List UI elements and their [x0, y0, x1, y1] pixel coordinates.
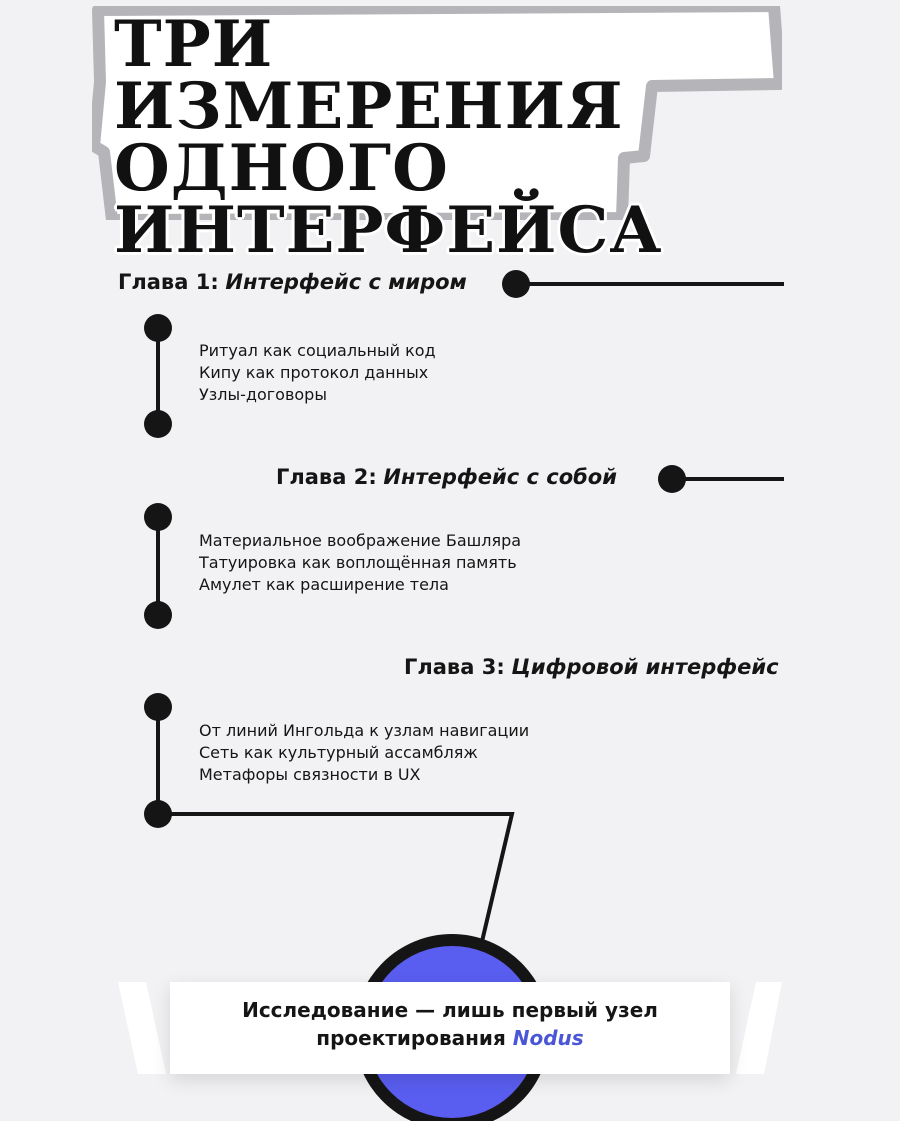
node-dot-icon [502, 270, 530, 298]
list-item: Амулет как расширение тела [199, 575, 449, 594]
chapter-2-prefix: Глава 2: [276, 465, 377, 489]
title-line-3: ИНТЕРФЕЙСА [114, 193, 663, 268]
chapter-3-link [158, 812, 515, 951]
list-item: Метафоры связности в UX [199, 765, 421, 784]
node-dot-icon [144, 800, 172, 828]
chapter-2-heading: Глава 2: Интерфейс с собой [276, 465, 617, 489]
list-item: Узлы-договоры [199, 385, 327, 404]
title-outline-shape [92, 6, 782, 220]
list-item: Сеть как культурный ассамбляж [199, 743, 478, 762]
conclusion-line-2: проектирования [316, 1026, 506, 1050]
panel-left-accent [118, 982, 166, 1074]
node-dot-icon [144, 410, 172, 438]
conclusion-panel [170, 982, 730, 1074]
list-item: От линий Ингольда к узлам навигации [199, 721, 530, 740]
chapter-3-name: Цифровой интерфейс [511, 655, 779, 679]
list-item: Ритуал как социальный код [199, 341, 436, 360]
title-line-2: ОДНОГО [114, 131, 449, 206]
chapter-3-prefix: Глава 3: [404, 655, 505, 679]
panel-right-accent [736, 982, 782, 1074]
node-dot-icon [144, 693, 172, 721]
title-line-1: ТРИ ИЗМЕРЕНИЯ [114, 7, 624, 144]
node-dot-icon [144, 503, 172, 531]
node-dot-icon [144, 314, 172, 342]
list-item: Материальное воображение Башляра [199, 531, 522, 550]
chapter-3-heading: Глава 3: Цифровой интерфейс [404, 655, 779, 679]
conclusion-text: Исследование — лишь первый узел проектир… [170, 996, 730, 1052]
list-item: Кипу как протокол данных [199, 363, 429, 382]
conclusion-line-1: Исследование — лишь первый узел [242, 998, 658, 1022]
list-item: Татуировка как воплощённая память [199, 553, 517, 572]
chapter-2-items: Материальное воображение Башляра Татуиро… [199, 530, 521, 596]
node-dot-icon [658, 465, 686, 493]
title-block: ТРИ ИЗМЕРЕНИЯ ОДНОГО ИНТЕРФЕЙСА [92, 6, 782, 263]
chapter-1-heading: Глава 1: Интерфейс с миром [118, 270, 467, 294]
chapter-1-prefix: Глава 1: [118, 270, 219, 294]
chapter-1-items: Ритуал как социальный код Кипу как прото… [199, 340, 436, 406]
page-title: ТРИ ИЗМЕРЕНИЯ ОДНОГО ИНТЕРФЕЙСА [114, 7, 782, 268]
chapter-2-name: Интерфейс с собой [383, 465, 617, 489]
node-dot-icon [144, 601, 172, 629]
chapter-3-items: От линий Ингольда к узлам навигации Сеть… [199, 720, 529, 786]
chapter-1-name: Интерфейс с миром [225, 270, 467, 294]
brand-name: Nodus [512, 1026, 584, 1050]
